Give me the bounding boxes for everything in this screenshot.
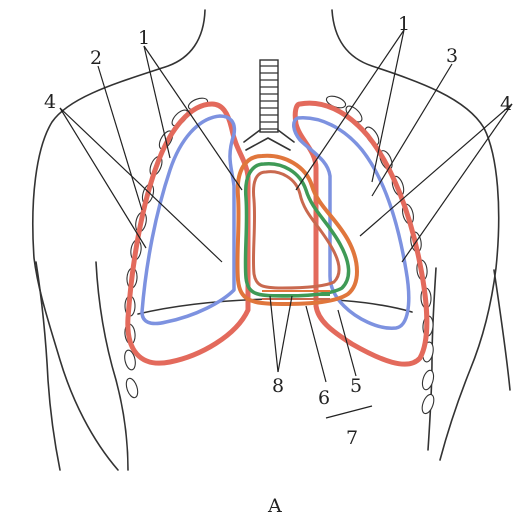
parietal-pleura-right bbox=[295, 103, 427, 364]
label-8: 8 bbox=[272, 375, 284, 397]
pericardium-middle bbox=[245, 164, 348, 296]
pericardium-base-lines bbox=[262, 291, 330, 299]
arm-left bbox=[36, 262, 60, 470]
trachea bbox=[244, 60, 294, 150]
label-7: 7 bbox=[346, 427, 358, 449]
arm-right bbox=[494, 270, 510, 390]
label-6: 6 bbox=[318, 387, 330, 409]
rib-segment bbox=[420, 369, 435, 391]
rib-segment bbox=[420, 393, 436, 415]
visceral-pleura-left bbox=[142, 116, 234, 324]
label-1-right: 1 bbox=[398, 13, 410, 35]
label-2: 2 bbox=[90, 47, 102, 69]
label-4-left: 4 bbox=[44, 91, 56, 113]
rib-segment bbox=[124, 377, 140, 399]
label-1-left: 1 bbox=[138, 27, 150, 49]
torso-inner-left bbox=[96, 262, 128, 470]
label-5: 5 bbox=[350, 375, 362, 397]
label-3: 3 bbox=[446, 45, 458, 67]
label-4-right: 4 bbox=[500, 93, 512, 115]
diaphragm-line bbox=[138, 299, 412, 314]
figure-caption: A bbox=[267, 495, 282, 517]
body-outline-left bbox=[33, 10, 205, 470]
